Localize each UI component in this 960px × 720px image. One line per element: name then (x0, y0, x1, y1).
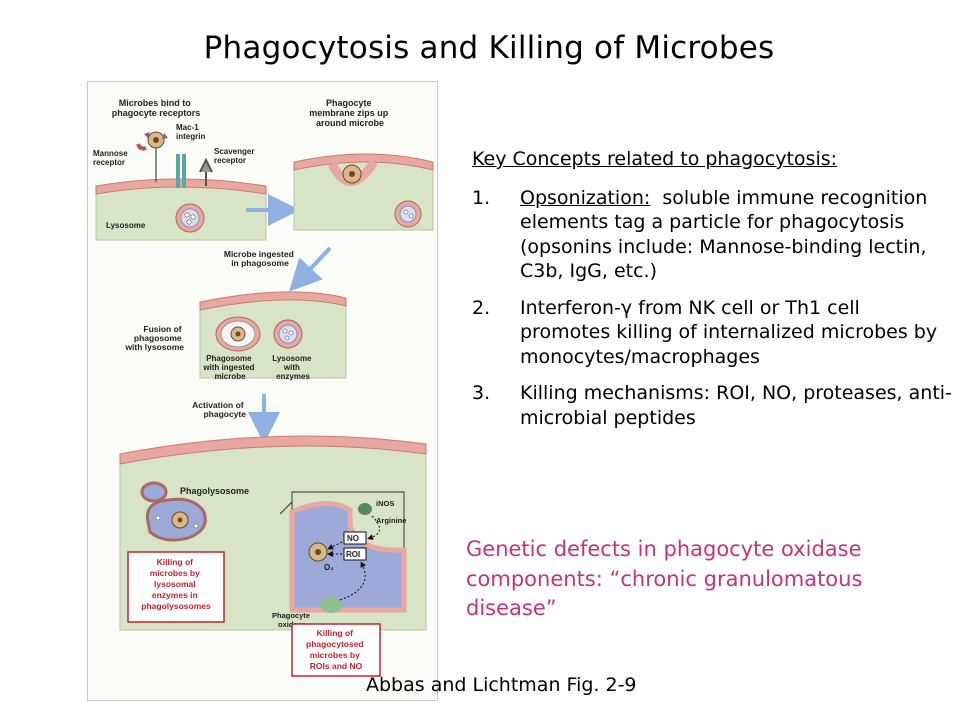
o2-label: O₂ (324, 563, 334, 572)
mannose-receptor-label: Mannose receptor (93, 149, 130, 167)
concept-number: 3. (472, 382, 491, 404)
step2-title: Phagocyte membrane zips up around microb… (309, 98, 391, 128)
concept-number: 1. (472, 186, 491, 209)
scavenger-receptor-label: Scavenger receptor (214, 147, 257, 165)
inos-label: iNOS (376, 499, 394, 508)
lysosomal-killing-box (127, 551, 225, 623)
activation-label: Activation of phagocyte (192, 400, 246, 419)
mac1-label: Mac-1 integrin (176, 123, 205, 141)
concept-text: soluble immune recognition elements tag … (520, 186, 934, 283)
step1-title: Microbes bind to phagocyte receptors (112, 98, 201, 118)
concept-text: Interferon-γ from NK cell or Th1 cell pr… (520, 296, 938, 368)
key-concepts: Key Concepts related to phagocytosis: 1.… (472, 147, 952, 442)
phagosome-label: Phagosome with ingested microbe (202, 354, 256, 381)
concept-item-2: 2. Interferon-γ from NK cell or Th1 cell… (472, 296, 952, 370)
panel1-microbe (136, 131, 213, 188)
fusion-label: Fusion of phagosome with lysosome (124, 324, 184, 352)
opsonization-term: Opsonization: (520, 186, 651, 209)
arrow-step2-to-step3 (289, 246, 332, 292)
arginine-label: Arginine (376, 516, 406, 525)
concept-number: 2. (472, 296, 491, 319)
panel2-cell (293, 153, 434, 231)
phagocytosis-diagram: Microbes bind to phagocyte receptors Ma (93, 98, 434, 677)
ingested-label: Microbe ingested in phagosome (224, 249, 296, 268)
no-label: NO (347, 534, 359, 543)
concept-item-3: 3. Killing mechanisms: ROI, NO, protease… (472, 381, 952, 430)
slide-title: Phagocytosis and Killing of Microbes (203, 30, 775, 66)
lysosomal-killing-text: Killing of microbes by lysosomal enzymes… (141, 557, 211, 611)
concept-item-1: 1. Opsonization: soluble immune recognit… (472, 186, 952, 284)
lysosome-label: Lysosome (106, 221, 146, 230)
inset-connector (279, 501, 293, 515)
genetic-defects-note: Genetic defects in phagocyte oxidase com… (466, 537, 863, 620)
phagocytosis-figure: Microbes bind to phagocyte receptors Ma (87, 81, 438, 701)
roi-killing-box (291, 623, 381, 677)
panel3-cell (199, 291, 347, 379)
figure-caption: Abbas and Lichtman Fig. 2-9 (366, 674, 637, 696)
panel1-cell (95, 178, 267, 241)
lysosome-enzymes-label: Lysosome with enzymes (272, 354, 314, 381)
roi-label: ROI (346, 550, 360, 559)
zoom-inset (289, 491, 407, 613)
key-concepts-heading: Key Concepts related to phagocytosis: (472, 148, 838, 170)
phagolysosome-label: Phagolysosome (180, 486, 249, 496)
concept-text: Killing mechanisms: ROI, NO, proteases, … (520, 382, 952, 429)
roi-killing-text: Killing of phagocytosed microbes by ROIs… (306, 628, 366, 671)
